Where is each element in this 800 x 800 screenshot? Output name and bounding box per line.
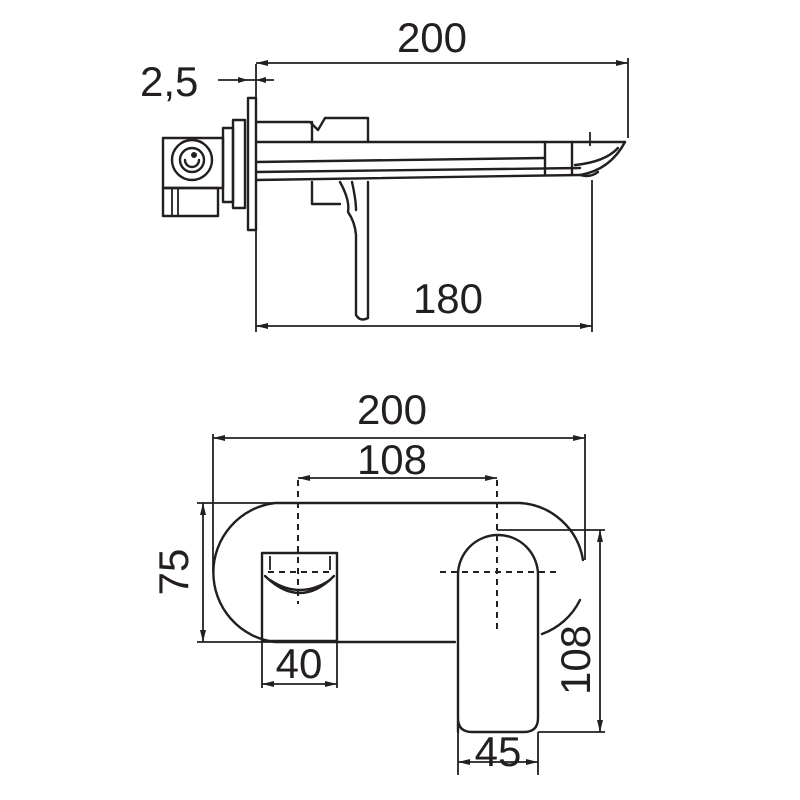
oval-plate [212, 501, 585, 644]
dim-label-108-center: 108 [357, 436, 427, 483]
front-view: 200 108 75 40 [150, 386, 605, 775]
dim-handle-height: 108 [497, 529, 605, 733]
dim-label-45: 45 [475, 728, 522, 775]
wall-plate [246, 96, 258, 232]
dim-plate-width: 200 [212, 386, 586, 572]
dim-plate-thickness: 2,5 [140, 58, 274, 105]
dim-spout-width: 40 [261, 640, 338, 688]
dim-label-75: 75 [150, 549, 197, 596]
dim-label-200-side: 200 [397, 14, 467, 61]
dim-label-108-handle: 108 [552, 625, 599, 695]
dim-label-2-5: 2,5 [140, 58, 198, 105]
lever-base-upper [254, 116, 370, 144]
centerlines [297, 480, 556, 630]
dim-handle-width: 45 [457, 728, 539, 775]
valve-body [161, 118, 247, 218]
dim-overall-length: 200 [255, 14, 629, 138]
dim-label-180: 180 [413, 275, 483, 322]
dim-label-40: 40 [276, 640, 323, 687]
side-view: 200 2,5 180 [140, 14, 629, 332]
handle-front [456, 533, 540, 734]
spout [254, 132, 627, 182]
lever-handle [310, 180, 370, 321]
dim-label-200-front: 200 [357, 386, 427, 433]
spout-outlet [260, 551, 339, 643]
dim-spout-projection: 180 [255, 180, 593, 332]
dim-center-distance: 108 [298, 436, 497, 483]
